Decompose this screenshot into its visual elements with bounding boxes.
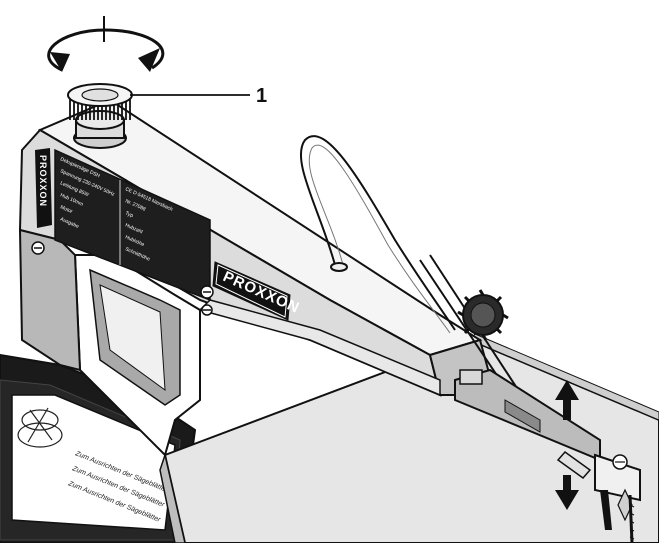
gear-icon (457, 289, 509, 341)
rotation-arrow-icon (47, 16, 165, 72)
callout-1: 1 (130, 85, 267, 107)
side-brand-text: PROXXON (38, 155, 48, 207)
blade-clamp (594, 453, 641, 543)
blade-guide-icon (17, 407, 63, 448)
tension-knob (67, 83, 133, 149)
warning-sticker: Zum Ausrichten der Sägeblätter Zum Ausri… (11, 394, 176, 531)
air-hose (299, 135, 456, 334)
rating-plate: Dekupiersäge DSH Spannung 230-240V 50Hz … (54, 148, 211, 302)
plate-right-3: Typ (124, 210, 134, 219)
side-brand-label: PROXXON (35, 148, 52, 228)
up-down-arrow-icon (555, 380, 579, 510)
screw-icon (31, 241, 214, 316)
plate-line-5: Motor (59, 204, 73, 215)
lower-blade-arm (454, 368, 601, 480)
callout-number: 1 (256, 85, 267, 107)
